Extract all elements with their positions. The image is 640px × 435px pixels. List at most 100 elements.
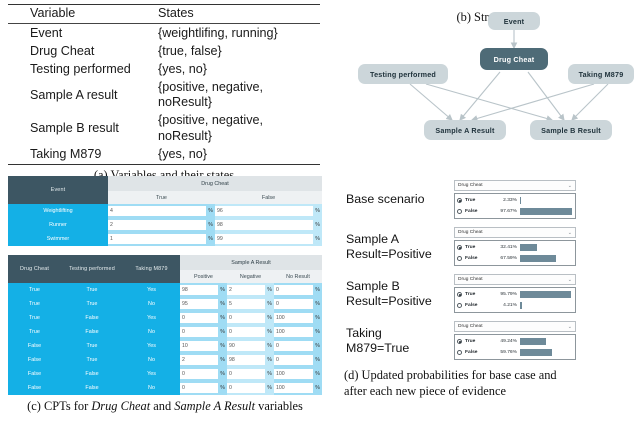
cpt-value-input[interactable]: 100 <box>274 369 313 379</box>
node-selector-dropdown[interactable]: Drug Cheat⌄ <box>454 274 576 285</box>
cpt-value-input[interactable]: 2 <box>227 285 265 295</box>
variables-table: Variable States Event{weightlifing, runn… <box>8 3 320 165</box>
cpt-value-cell[interactable]: 96% <box>215 204 323 218</box>
cpt-value-input[interactable]: 95 <box>180 299 218 309</box>
cpt-value-cell[interactable]: 0% <box>180 367 227 381</box>
cpt-value-cell[interactable]: 98% <box>227 353 274 367</box>
cpt-value-input[interactable]: 2 <box>180 355 218 365</box>
cpt-value-input[interactable]: 100 <box>274 383 313 393</box>
cpt-value-cell[interactable]: 5% <box>227 297 274 311</box>
state-radio[interactable] <box>457 350 462 355</box>
cpt-value-cell[interactable]: 0% <box>227 325 274 339</box>
cpt-value-cell[interactable]: 0% <box>227 367 274 381</box>
cpt-value-cell[interactable]: 1% <box>108 232 215 246</box>
cpt-value-input[interactable]: 2 <box>108 220 206 230</box>
cpt-value-cell[interactable]: 0% <box>274 297 322 311</box>
cpt-value-cell[interactable]: 100% <box>274 367 322 381</box>
state-radio[interactable] <box>457 256 462 261</box>
state-radio[interactable] <box>457 198 462 203</box>
cpt-value-cell[interactable]: 0% <box>227 311 274 325</box>
cpt-value-cell[interactable]: 0% <box>274 283 322 297</box>
probability-bar <box>520 255 556 262</box>
cpt-value-cell[interactable]: 100% <box>274 311 322 325</box>
variable-states: {yes, no} <box>158 61 208 76</box>
cpt-value-input[interactable]: 0 <box>180 313 218 323</box>
state-radio[interactable] <box>457 209 462 214</box>
cpt-value-input[interactable]: 0 <box>274 355 313 365</box>
cpt-value-input[interactable]: 0 <box>180 327 218 337</box>
cpt-value-input[interactable]: 98 <box>227 355 265 365</box>
cpt-value-cell[interactable]: 100% <box>274 325 322 339</box>
cpt-value-cell[interactable]: 90% <box>227 339 274 353</box>
cpt-value-cell[interactable]: 99% <box>215 232 323 246</box>
state-radio[interactable] <box>457 292 462 297</box>
state-radio[interactable] <box>457 245 462 250</box>
cpt-value-cell[interactable]: 4% <box>108 204 215 218</box>
state-radio[interactable] <box>457 303 462 308</box>
cpt-value-input[interactable]: 0 <box>274 299 313 309</box>
cpt-value-cell[interactable]: 10% <box>180 339 227 353</box>
cpt-value-input[interactable]: 10 <box>180 341 218 351</box>
cpt-value-input[interactable]: 0 <box>180 383 218 393</box>
cpt-value-cell[interactable]: 0% <box>274 353 322 367</box>
cpt-value-cell[interactable]: 98% <box>180 283 227 297</box>
cpt-value-input[interactable]: 0 <box>227 313 265 323</box>
cpt-value-cell[interactable]: 98% <box>215 218 323 232</box>
variables-table-head: Variable States <box>8 3 320 24</box>
chevron-down-icon[interactable]: ⌄ <box>567 323 572 330</box>
chevron-down-icon[interactable]: ⌄ <box>567 229 572 236</box>
cpt-value-input[interactable]: 98 <box>215 220 314 230</box>
cpt-value-cell[interactable]: 2% <box>227 283 274 297</box>
node-selector-dropdown[interactable]: Drug Cheat⌄ <box>454 321 576 332</box>
cpt-value-cell[interactable]: 0% <box>274 339 322 353</box>
cpt-value-cell[interactable]: 100% <box>274 381 322 395</box>
cpt-value-input[interactable]: 4 <box>108 206 206 216</box>
state-name: False <box>465 350 478 355</box>
state-row[interactable]: False 67.59% <box>457 253 573 264</box>
cpt-value-cell[interactable]: 0% <box>227 381 274 395</box>
cpt-parent-value: True <box>61 297 123 311</box>
cpt-value-cell[interactable]: 0% <box>180 325 227 339</box>
state-probability: 67.59% <box>500 256 517 261</box>
cpt-value-input[interactable]: 98 <box>180 285 218 295</box>
cpt-value-cell[interactable]: 0% <box>180 311 227 325</box>
cpt-value-input[interactable]: 0 <box>274 285 313 295</box>
state-radio[interactable] <box>457 339 462 344</box>
cpt-parent-value: False <box>8 339 61 353</box>
cpt-state-header-false: False <box>215 191 323 204</box>
cpt-value-input[interactable]: 0 <box>227 383 265 393</box>
cpt-value-cell[interactable]: 0% <box>180 381 227 395</box>
cpt-value-cell[interactable]: 2% <box>108 218 215 232</box>
state-name: False <box>465 256 478 261</box>
cpt-value-input[interactable]: 100 <box>274 313 313 323</box>
node-selector-dropdown[interactable]: Drug Cheat⌄ <box>454 180 576 191</box>
percent-label: % <box>267 343 272 349</box>
node-sample-a-result-label: Sample A Result <box>435 125 495 135</box>
cpt-row-label: Swimmer <box>8 232 108 246</box>
cpt-value-input[interactable]: 96 <box>215 206 314 216</box>
cpt-value-input[interactable]: 100 <box>274 327 313 337</box>
cpt-value-input[interactable]: 0 <box>274 341 313 351</box>
variable-states: {positive, negative, noResult} <box>158 113 264 143</box>
cpt-value-input[interactable]: 1 <box>108 234 206 244</box>
chevron-down-icon[interactable]: ⌄ <box>567 182 572 189</box>
cpt-value-input[interactable]: 90 <box>227 341 265 351</box>
cpt-parent-value: No <box>123 325 180 339</box>
cpt-value-input[interactable]: 0 <box>180 369 218 379</box>
chevron-down-icon[interactable]: ⌄ <box>567 276 572 283</box>
probability-bar-track <box>520 338 573 345</box>
node-selector-dropdown[interactable]: Drug Cheat⌄ <box>454 227 576 238</box>
cpt-value-cell[interactable]: 95% <box>180 297 227 311</box>
cpt-value-input[interactable]: 99 <box>215 234 314 244</box>
cpt-value-input[interactable]: 5 <box>227 299 265 309</box>
cpt-value-cell[interactable]: 2% <box>180 353 227 367</box>
cpt-value-input[interactable]: 0 <box>227 369 265 379</box>
cpt-value-input[interactable]: 0 <box>227 327 265 337</box>
